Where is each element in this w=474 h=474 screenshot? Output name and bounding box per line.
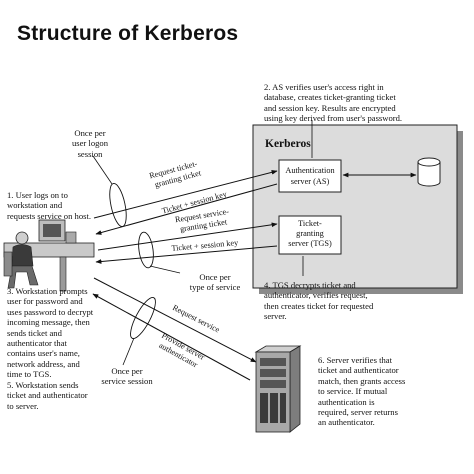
note-line: match, then grants access	[318, 375, 406, 386]
note-line: ticket and authenticator	[7, 390, 88, 401]
note-line: and session key. Results are encrypted	[264, 102, 396, 113]
note-line: an authenticator.	[318, 417, 375, 428]
note-line: uses password to decrypt	[7, 306, 94, 317]
step2-note: 2. AS verifies user's access right in da…	[264, 82, 402, 124]
note-line: 6. Server verifies that	[318, 355, 392, 365]
note-line: to server.	[7, 400, 39, 411]
note-line: workstation and	[7, 200, 63, 211]
note-line: 3. Workstation prompts	[7, 286, 88, 296]
note-line: time to TGS.	[7, 369, 52, 380]
request-service-granting-arrow	[97, 222, 278, 251]
tgs-session-key-arrow	[95, 245, 278, 264]
note-line: authenticator that	[7, 338, 67, 349]
as-label-line2: server (AS)	[291, 177, 330, 186]
step6-note: 6. Server verifies that ticket and authe…	[318, 355, 405, 428]
note-line: requests service on host.	[7, 210, 92, 221]
service-type-pointer	[149, 265, 181, 274]
note-line: 5. Workstation sends	[7, 380, 79, 390]
tgs-box	[278, 215, 342, 255]
note-line: authenticator, verifies request,	[264, 290, 368, 301]
note-line: incoming message, then	[7, 317, 90, 328]
service-type-ellipse	[138, 231, 154, 269]
once-per-logon-note: Once per user logon session	[60, 128, 120, 159]
diagram-title: Structure of Kerberos	[17, 22, 239, 45]
tgt-session-key-arrow	[95, 183, 278, 235]
step4-note: 4. TGS decrypts ticket and authenticator…	[264, 280, 373, 322]
note-line: 2. AS verifies user's access right in	[264, 82, 384, 92]
tgs-label-line2: granting	[296, 229, 324, 238]
logon-session-ellipse	[109, 182, 127, 228]
provide-authenticator-arrow	[92, 293, 251, 381]
note-line: database, creates ticket-granting ticket	[264, 92, 396, 103]
note-line: type of service	[189, 282, 241, 293]
note-line: sends ticket and	[7, 327, 62, 338]
request-tgt-label: Request ticket- granting ticket	[148, 159, 202, 189]
note-line: ticket and authenticator	[318, 365, 399, 376]
note-line: Once per	[111, 366, 143, 376]
note-line: Once per	[199, 272, 231, 282]
note-line: Once per	[74, 128, 106, 138]
note-line: user logon	[71, 138, 109, 149]
provide-authenticator-label: Provide server authenticator	[157, 331, 206, 370]
note-line: required, server returns	[318, 407, 398, 418]
note-line: 1. User logs on to	[7, 190, 68, 200]
request-service-granting-label: Request service- granting ticket	[174, 207, 229, 234]
request-tgt-arrow	[93, 170, 278, 219]
note-line: using key derived from user's password.	[264, 113, 403, 124]
step3-note: 3. Workstation prompts user for password…	[7, 286, 93, 380]
as-box	[278, 159, 342, 193]
note-line: user for password and	[7, 296, 83, 307]
note-line: session	[77, 148, 103, 159]
tgs-label-line3: server (TGS)	[288, 239, 332, 248]
kerberos-box	[252, 124, 458, 289]
database-icon	[417, 157, 441, 187]
note-line: service session	[101, 376, 153, 387]
step5-note: 5. Workstation sends ticket and authenti…	[7, 380, 88, 411]
step1-note: 1. User logs on to workstation and reque…	[7, 190, 91, 221]
note-line: 4. TGS decrypts ticket and	[264, 280, 356, 290]
note-line: then creates ticket for requested	[264, 300, 374, 311]
once-per-service-type-note: Once per type of service	[180, 272, 250, 293]
request-service-arrow	[93, 277, 257, 363]
kerberos-label: Kerberos	[265, 138, 311, 150]
server-icon	[254, 345, 302, 433]
tgs-label-line1: Ticket-	[298, 219, 322, 228]
service-session-ellipse	[130, 296, 156, 340]
once-per-service-session-note: Once per service session	[92, 366, 162, 387]
request-service-label: Request service	[171, 303, 221, 335]
note-line: to service. If mutual	[318, 386, 388, 397]
as-label-line1: Authentication	[285, 166, 335, 175]
service-session-pointer	[122, 337, 135, 366]
note-line: contains user's name,	[7, 348, 80, 359]
note-line: network address, and	[7, 358, 80, 369]
note-line: authentication is	[318, 396, 375, 407]
note-line: server.	[264, 311, 287, 322]
workstation-user-icon	[3, 219, 95, 292]
logon-pointer	[92, 155, 113, 185]
